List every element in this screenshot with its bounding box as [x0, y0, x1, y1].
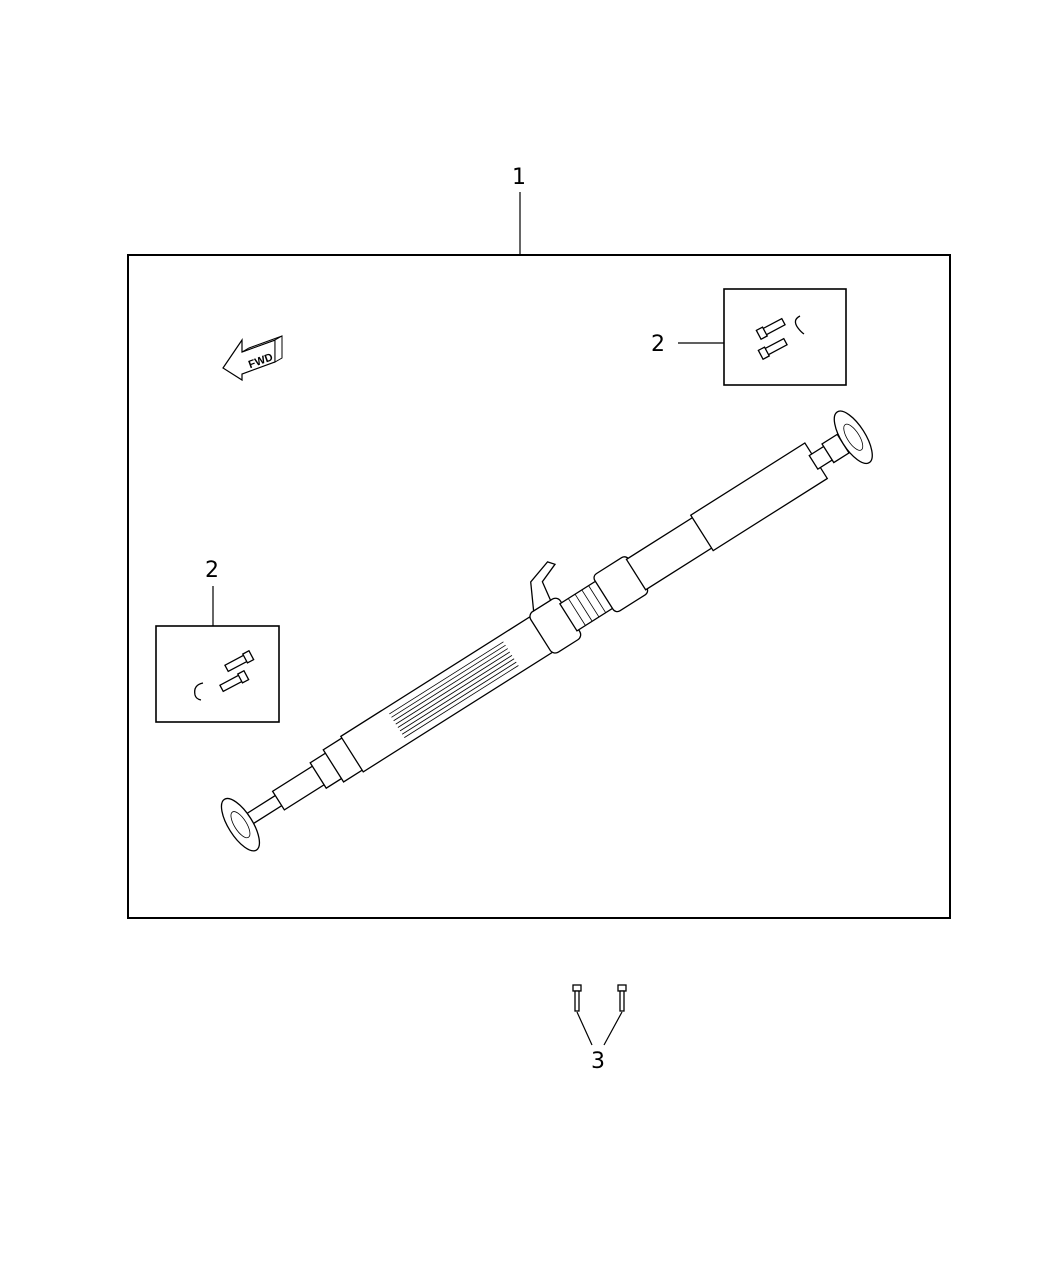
bolts-icon: [572, 984, 627, 1012]
bolt-kit-box-right: [723, 288, 847, 386]
forward-direction-arrow-icon: FWD: [222, 335, 283, 382]
leader-line-3b: [603, 1011, 623, 1046]
callout-2-left: 2: [205, 558, 219, 583]
tube-ribbing: [389, 641, 519, 738]
leader-line-3a: [576, 1011, 593, 1046]
assembly-frame: [127, 254, 951, 919]
bolt-kit-box-left: [155, 625, 280, 723]
center-bearing-bracket: [530, 561, 557, 613]
callout-2-right: 2: [651, 332, 665, 357]
bolt-kit-left-icon: [194, 649, 255, 701]
bolt-kit-right-icon: [755, 315, 805, 361]
callout-3: 3: [591, 1049, 605, 1074]
flange-right: [833, 410, 873, 465]
callout-1: 1: [512, 165, 526, 190]
flange-left: [220, 797, 261, 852]
drive-shaft: [220, 410, 873, 852]
